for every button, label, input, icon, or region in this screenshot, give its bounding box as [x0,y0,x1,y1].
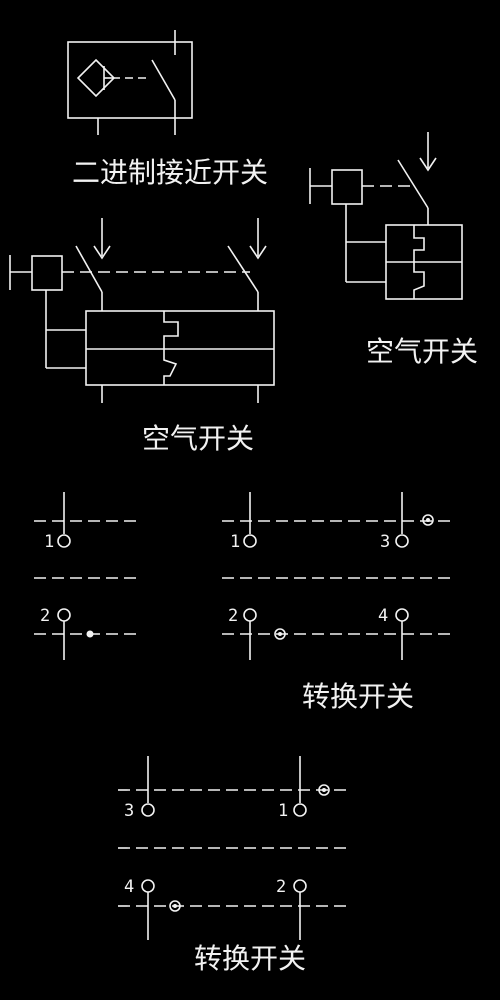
contact-label-2: 2 [276,877,286,897]
air-switch-large-caption: 空气开关 [142,422,254,455]
contact-label-2: 2 [228,606,238,626]
contact-label-3: 3 [380,532,390,552]
contact-label-1: 1 [230,532,240,552]
changeover-switch-c [118,756,350,940]
changeover-switch-b-caption: 转换开关 [302,680,414,713]
contact-ring-dot [422,514,434,526]
proximity-switch-caption: 二进制接近开关 [72,156,268,189]
diamond-sensor-icon [76,58,116,98]
changeover-switch-c-caption: 转换开关 [194,942,306,975]
contact-label-1: 1 [278,801,288,821]
changeover-switch-a [34,492,140,660]
air-switch-large-symbol [9,218,275,403]
contact-label-1: 1 [44,532,54,552]
air-switch-small-caption: 空气开关 [366,335,478,368]
contact-label-3: 3 [124,801,134,821]
contact-label-2: 2 [40,606,50,626]
contact-ring-dot [169,900,181,912]
contact-ring-dot [274,628,286,640]
contact-ring-dot [318,784,330,796]
changeover-switch-b [222,492,454,660]
contact-label-4: 4 [124,877,134,897]
contact-label-4: 4 [378,606,388,626]
contact-dot [86,630,94,638]
proximity-switch-symbol [67,30,193,135]
air-switch-small-symbol [309,132,463,300]
